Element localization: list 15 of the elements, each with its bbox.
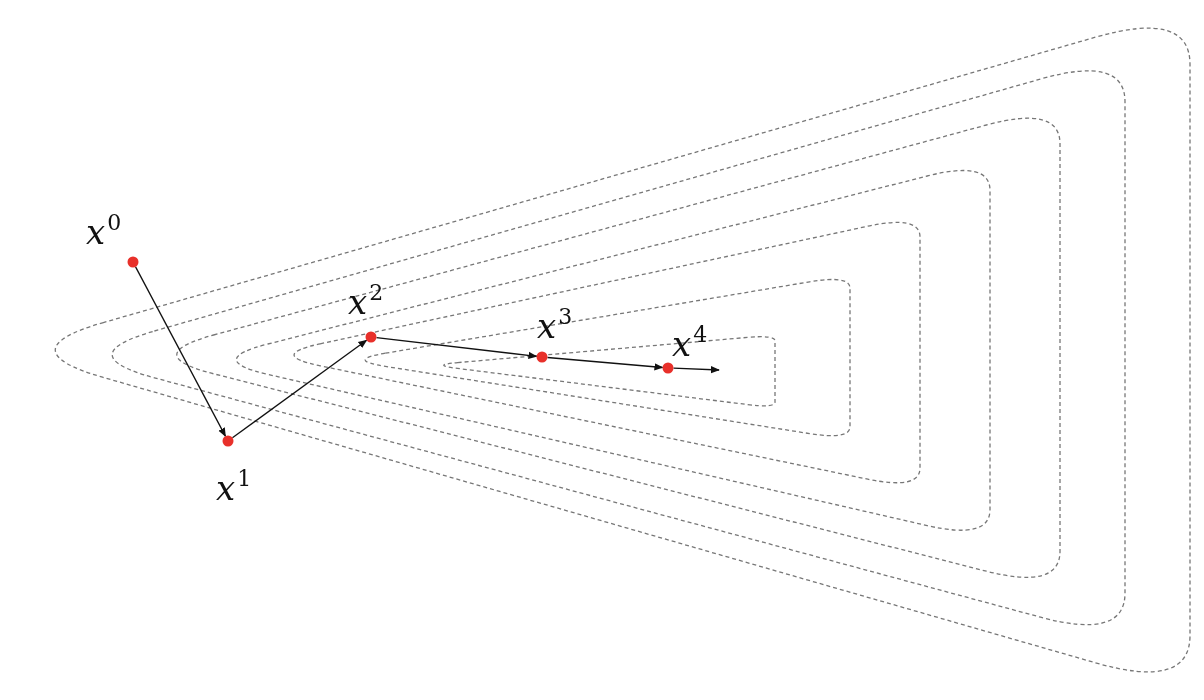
point-marker <box>365 331 377 343</box>
point-label: x$^{0}$ <box>86 212 122 249</box>
arrow <box>231 339 368 439</box>
point-label: x$^{4}$ <box>672 324 708 361</box>
point-label: x$^{1}$ <box>216 468 252 505</box>
point-marker <box>662 362 674 374</box>
arrow <box>134 266 227 437</box>
point-marker <box>222 435 234 447</box>
point-marker <box>127 256 139 268</box>
point-label: x$^{2}$ <box>348 282 384 319</box>
arrow <box>672 366 720 374</box>
arrow <box>375 337 538 359</box>
arrow <box>546 356 664 371</box>
point-label: x$^{3}$ <box>537 306 573 343</box>
point-marker <box>536 351 548 363</box>
